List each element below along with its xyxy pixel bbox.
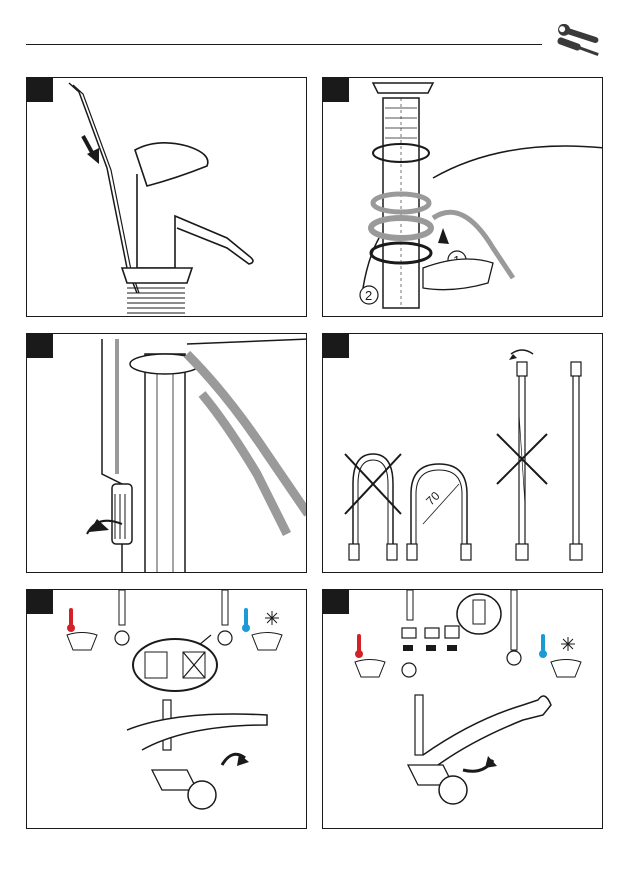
snowflake-icon — [561, 637, 575, 651]
step-3-panel — [26, 333, 307, 573]
step-5-panel — [26, 589, 307, 829]
snowflake-icon — [265, 611, 279, 625]
cold-thermometer-icon — [539, 634, 547, 658]
step-4-panel: 70 — [322, 333, 603, 573]
step-2-panel: 1 2 — [322, 77, 603, 317]
hot-thermometer-icon — [67, 608, 97, 650]
step-4-illustration: 70 — [323, 334, 603, 573]
step-6-panel — [322, 589, 603, 829]
step-2-illustration: 1 2 — [323, 78, 603, 317]
step-3-illustration — [27, 334, 307, 573]
step-1-illustration — [27, 78, 307, 317]
step-5-illustration — [27, 590, 307, 829]
header-rule — [26, 44, 542, 45]
cold-thermometer-icon — [242, 608, 250, 632]
callout-2: 2 — [365, 288, 372, 303]
wrench-screwdriver-icon — [553, 24, 605, 60]
step-6-illustration — [323, 590, 603, 829]
hot-thermometer-icon — [355, 634, 385, 677]
step-1-panel — [26, 77, 307, 317]
